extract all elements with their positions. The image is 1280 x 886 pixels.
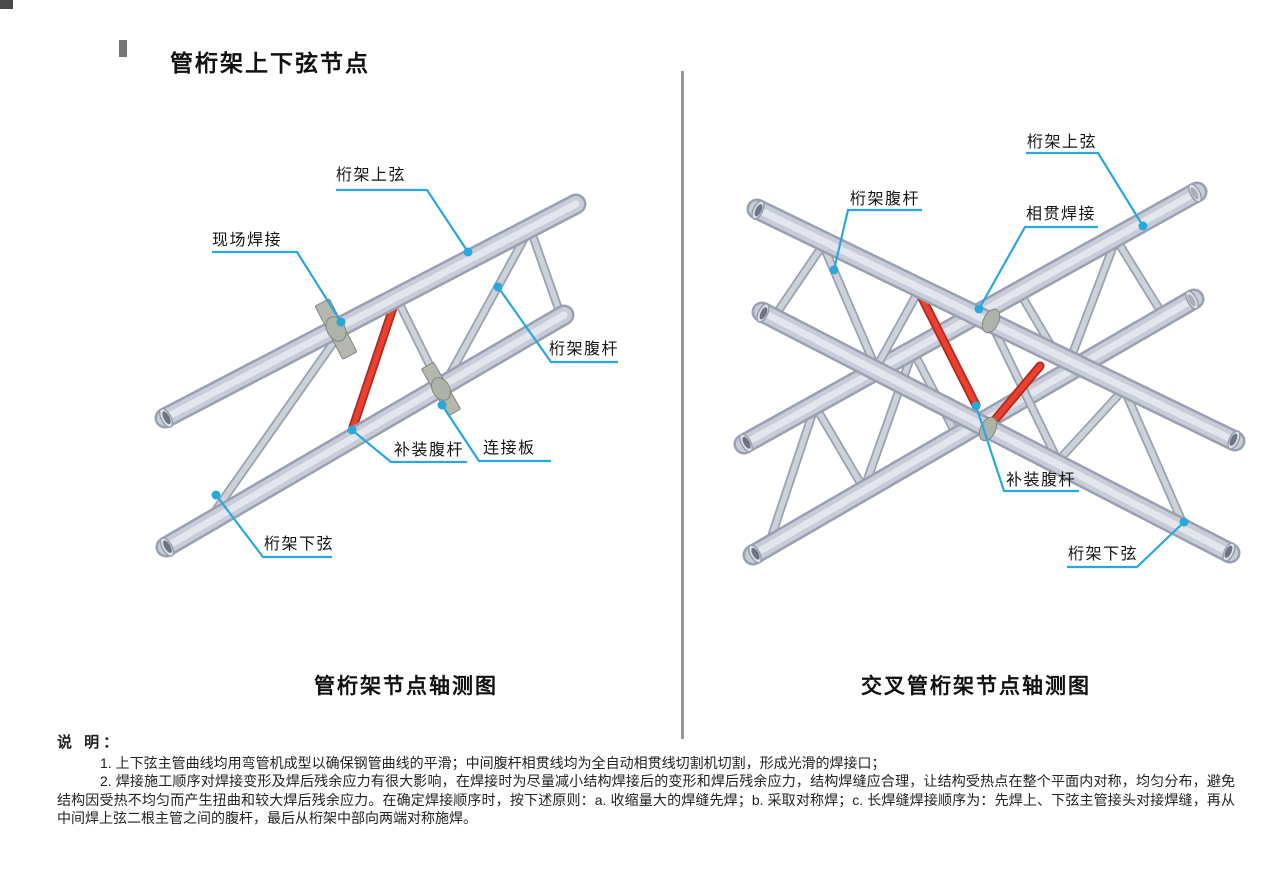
pipe-bore <box>158 407 174 429</box>
leader-right-web-member <box>829 208 922 275</box>
leader-left-top-chord <box>336 188 473 257</box>
note-item-1: 1. 上下弦主管曲线均用弯管机成型以确保钢管曲线的平滑；中间腹杆相贯线均为全自动… <box>100 754 886 771</box>
label-left-infill-web: 补装腹杆 <box>394 442 465 459</box>
pipe-bore <box>159 537 175 557</box>
label-left-web-member: 桁架腹杆 <box>549 341 620 358</box>
intersect-weld-collar <box>978 416 998 442</box>
pipe-bore <box>751 200 765 220</box>
left-gusset-plate <box>421 362 461 416</box>
left-infill-web-member-red <box>348 300 399 432</box>
right-cross-truss-diagram <box>733 151 1246 569</box>
leader-left-gusset-plate <box>437 400 551 463</box>
notes-heading: 说 明： <box>57 734 123 751</box>
leader-right-infill-web <box>971 401 1079 493</box>
pipe-bore <box>1185 290 1199 310</box>
right-web-member <box>988 322 1063 466</box>
label-left-gusset-plate: 连接板 <box>483 440 536 457</box>
right-web-member <box>763 401 820 552</box>
right-web-member <box>1111 234 1168 320</box>
panel-divider <box>681 71 684 739</box>
leader-left-web-member <box>493 282 618 364</box>
leader-right-intersect-weld <box>974 225 1098 314</box>
leader-left-infill-web <box>347 425 467 464</box>
pipe-bore <box>1188 183 1202 203</box>
left-diagram-caption: 管桁架节点轴测图 <box>314 675 498 698</box>
pipe-bore <box>756 303 770 323</box>
label-right-bottom-chord: 桁架下弦 <box>1068 546 1139 563</box>
scan-artifact <box>0 0 13 9</box>
page-title: 管桁架上下弦节点 <box>170 50 370 76</box>
pipe-bore <box>739 433 753 453</box>
right-front-bottom-chord-tube <box>751 301 1241 564</box>
leader-left-site-weld <box>212 250 346 327</box>
leader-right-top-chord <box>1026 151 1148 231</box>
right-diagram-caption: 交叉管桁架节点轴测图 <box>861 675 1091 698</box>
left-top-chord-tube <box>154 193 587 429</box>
right-web-member <box>1053 384 1129 466</box>
left-web-member <box>438 223 535 392</box>
leader-left-bottom-chord <box>211 490 332 559</box>
label-left-site-weld: 现场焊接 <box>212 232 283 249</box>
intersect-weld-collar <box>981 308 1001 334</box>
label-left-top-chord: 桁架上弦 <box>336 167 407 184</box>
right-web-member <box>871 287 923 373</box>
label-right-intersect-weld: 相贯焊接 <box>1026 206 1097 223</box>
left-bottom-chord-tube <box>155 304 575 558</box>
pipe-bore <box>1222 542 1236 562</box>
left-web-member <box>201 321 350 529</box>
right-web-member <box>818 240 881 373</box>
label-left-bottom-chord: 桁架下弦 <box>264 536 335 553</box>
scan-artifact <box>119 40 127 57</box>
right-web-member <box>767 240 828 325</box>
note-item-2: 2. 焊接施工顺序对焊接变形及焊后残余应力有很大影响，在焊接时为尽量减小结构焊接… <box>57 773 1235 826</box>
pipe-bore <box>748 544 762 564</box>
left-truss-diagram <box>154 188 618 559</box>
leader-right-bottom-chord <box>1067 517 1189 569</box>
right-web-member <box>1119 384 1190 533</box>
label-right-infill-web: 补装腹杆 <box>1006 472 1077 489</box>
right-web-member <box>1061 234 1121 376</box>
right-infill-web-member-red <box>989 361 1045 426</box>
right-web-member <box>810 401 869 494</box>
left-web-member <box>525 223 566 321</box>
pipe-bore <box>1227 430 1241 450</box>
right-infill-web-member-red <box>915 289 981 410</box>
label-right-top-chord: 桁架上弦 <box>1027 134 1098 151</box>
notes-block: 说 明： 1. 上下弦主管曲线均用弯管机成型以确保钢管曲线的平滑；中间腹杆相贯线… <box>57 734 1235 828</box>
label-right-web-member: 桁架腹杆 <box>850 191 921 208</box>
